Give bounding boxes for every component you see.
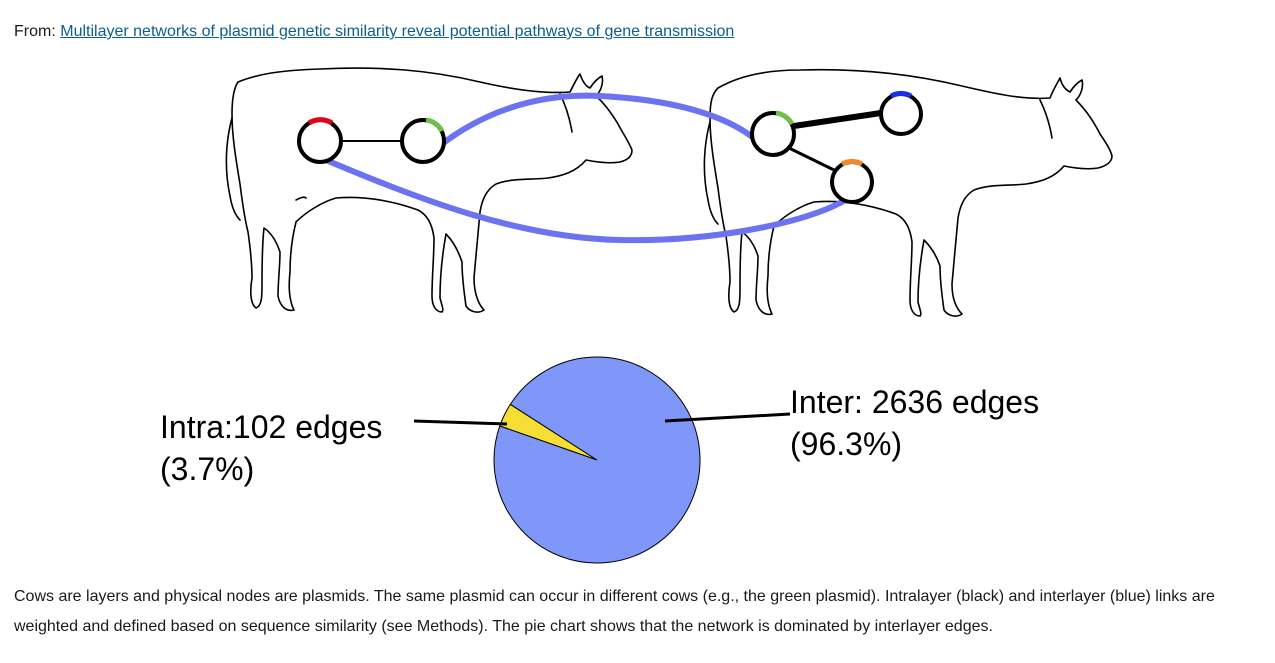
pie-slice-inter <box>493 356 701 564</box>
intra-label-line1: Intra:102 edges <box>160 409 382 445</box>
intralayer-links <box>340 110 884 172</box>
cow-right-icon <box>703 68 1113 317</box>
inter-label-line2: (96.3%) <box>790 426 902 462</box>
plasmid-orange-node <box>830 160 874 204</box>
plasmid-red-marker <box>307 117 334 126</box>
plasmid-green-node-left <box>400 118 446 164</box>
plasmid-blue-marker <box>889 90 913 99</box>
inter-leader-line <box>664 412 791 423</box>
plasmid-orange-marker <box>840 158 864 167</box>
plasmid-green-marker-right <box>775 110 795 126</box>
article-link[interactable]: Multilayer networks of plasmid genetic s… <box>60 23 735 40</box>
plasmid-blue-node <box>879 92 923 136</box>
interlayer-link-red-orange <box>323 157 845 244</box>
plasmid-red-node <box>297 118 343 164</box>
source-line: From: Multilayer networks of plasmid gen… <box>14 21 734 43</box>
interlayer-link-green <box>439 92 759 147</box>
intralayer-link-thin <box>787 146 836 172</box>
interlayer-links <box>323 92 845 244</box>
inter-label-line1: Inter: 2636 edges <box>790 384 1039 420</box>
pie-chart: Intra:102 edges (3.7%) Inter: 2636 edges… <box>160 356 1039 564</box>
plasmid-markers <box>307 90 913 167</box>
cow-left-icon <box>225 67 633 313</box>
plasmid-green-marker-left <box>425 117 445 133</box>
intra-label-line2: (3.7%) <box>160 451 254 487</box>
figure-canvas: Intra:102 edges (3.7%) Inter: 2636 edges… <box>160 67 1113 564</box>
intra-leader-line <box>413 419 508 426</box>
plasmid-green-node-right <box>750 111 796 157</box>
figure-caption: Cows are layers and physical nodes are p… <box>14 588 1215 635</box>
intralayer-link-heavy <box>791 110 884 129</box>
source-prefix: From: <box>14 23 56 40</box>
